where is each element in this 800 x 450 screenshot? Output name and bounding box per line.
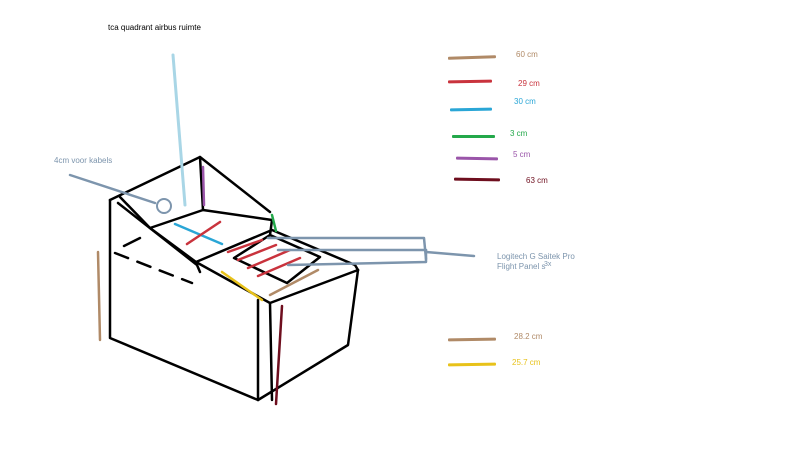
cable-note-pointer	[68, 173, 157, 205]
legend-label-29cm: 29 cm	[518, 79, 540, 88]
dim-30cm-blue	[173, 222, 224, 246]
dim-29cm-red-top	[185, 220, 222, 246]
legend-label-5cm: 5 cm	[513, 150, 531, 159]
dim-25.7cm-yellow	[220, 270, 264, 302]
legend-label-25.7cm: 25.7 cm	[512, 358, 541, 367]
panel-label-line2: Flight Panel s	[497, 262, 546, 271]
legend-label-3cm: 3 cm	[510, 129, 528, 138]
title-pointer	[171, 53, 187, 207]
cable-note: 4cm voor kabels	[54, 156, 113, 165]
legend-label-63cm: 63 cm	[526, 176, 548, 185]
dim-29cm-red-2	[236, 243, 278, 262]
dimension-lines	[96, 165, 320, 406]
panel-count: 3x	[544, 261, 552, 268]
dim-60cm-left	[96, 250, 102, 342]
hidden-edge-short	[122, 236, 142, 248]
diagram-title: tca quadrant airbus ruimte	[108, 23, 201, 32]
dim-63cm-darkred	[274, 304, 284, 406]
dim-28.2cm-brown	[268, 268, 320, 297]
dim-29cm-red-4	[256, 256, 302, 278]
legend-label-60cm: 60 cm	[516, 50, 538, 59]
legend-label-30cm: 30 cm	[514, 97, 536, 106]
panel-pointer	[266, 236, 476, 267]
dim-3cm-green	[270, 213, 278, 233]
dim-29cm-red-1	[226, 238, 264, 254]
panel-label-line1: Logitech G Saitek Pro	[497, 252, 575, 261]
legend-label-28.2cm: 28.2 cm	[514, 332, 543, 341]
cable-hole	[156, 198, 172, 214]
legend-swatch-3cm	[452, 135, 495, 138]
hidden-edge-dashed	[113, 251, 194, 285]
box-outline	[108, 155, 360, 402]
dim-5cm-purple	[201, 165, 206, 207]
dim-29cm-red-3	[246, 248, 292, 270]
